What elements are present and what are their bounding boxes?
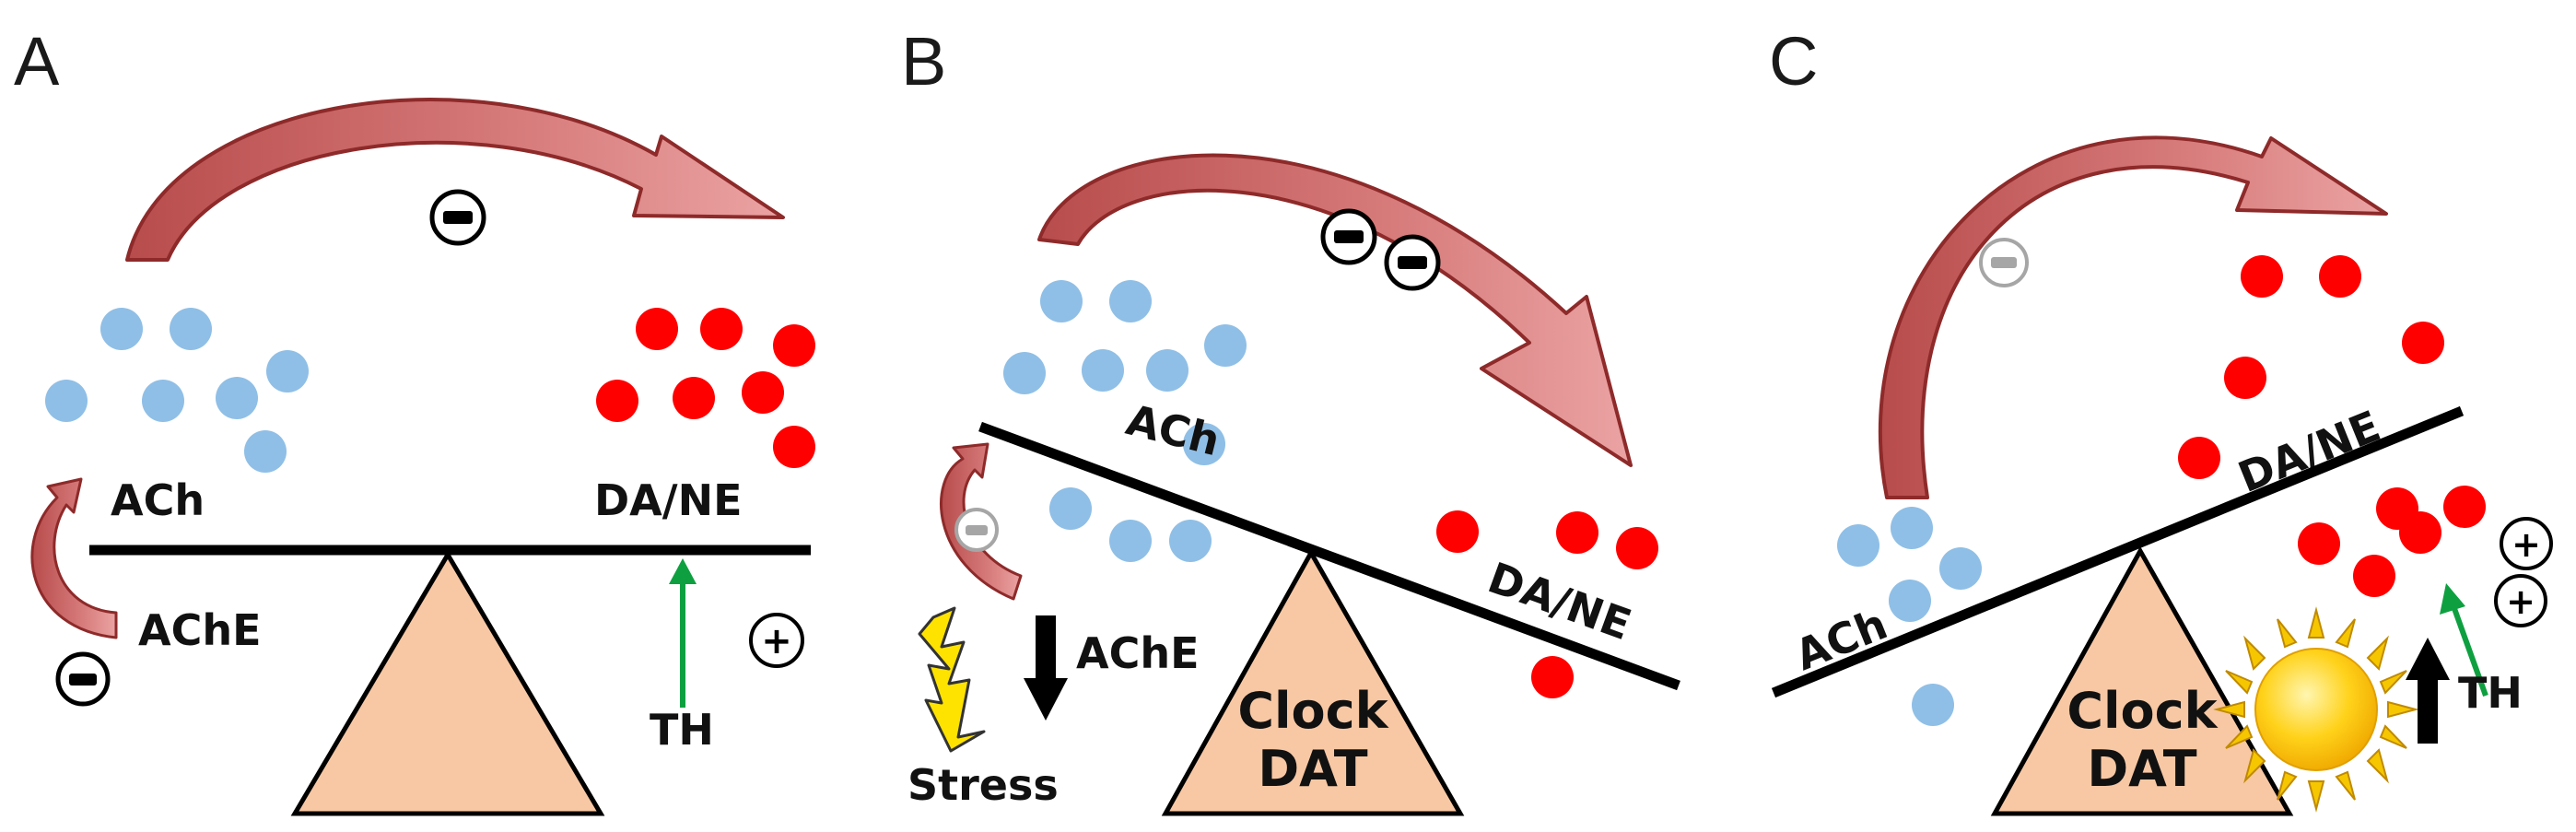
ache-inhibition-sign-faded: −: [954, 508, 999, 552]
seesaw-beam: [1771, 405, 2465, 698]
fulcrum-label-line1: Clock: [1237, 682, 1388, 740]
lightning-icon: [918, 606, 986, 753]
dane-molecules: [2178, 255, 2486, 597]
panel-letter: C: [1769, 23, 1818, 100]
panel-letter: A: [14, 23, 60, 100]
dane-molecules: [1436, 510, 1658, 698]
ache-inhibition-sign: −: [55, 651, 111, 707]
stress-label: Stress: [907, 760, 1059, 810]
seesaw-fulcrum: [290, 550, 605, 816]
svg-text:+: +: [2512, 524, 2541, 565]
th-activation-arrow: [669, 558, 697, 708]
ache-label: AChE: [1076, 628, 1200, 678]
seesaw-fulcrum: [1990, 545, 2294, 816]
fulcrum-label-line2: DAT: [1258, 740, 1367, 798]
inhibition-signs: − −: [1320, 208, 1441, 291]
ache-label: AChE: [138, 605, 262, 655]
dane-molecules: [596, 308, 815, 468]
svg-text:+: +: [761, 620, 792, 662]
th-activation-signs: + +: [2494, 517, 2553, 627]
ach-molecules: [1837, 507, 1982, 726]
th-label: TH: [650, 705, 714, 755]
dane-label: DA/NE: [1481, 553, 1637, 650]
th-activation-sign: +: [749, 613, 804, 668]
ach-molecules: [1003, 280, 1247, 562]
inhibition-sign-faded: −: [1979, 238, 2029, 287]
panel-b: B − − AC: [901, 23, 1680, 816]
fulcrum-label-line1: Clock: [2067, 682, 2218, 740]
ach-to-dane-inhibition-arrow: [125, 98, 785, 262]
ach-to-dane-inhibition-arrow: [1037, 153, 1633, 467]
panel-letter: B: [901, 23, 946, 100]
seesaw-beam: [978, 421, 1680, 691]
th-activation-arrow: [2440, 583, 2488, 697]
down-arrow-icon: [1024, 615, 1068, 721]
up-arrow-icon: [2406, 638, 2450, 744]
seesaw-fulcrum: [1161, 547, 1465, 816]
dane-label: DA/NE: [594, 475, 743, 525]
ache-feedback-arrow: [30, 477, 118, 639]
ach-label: ACh: [1121, 394, 1224, 465]
panel-c: C − DA/NE: [1769, 23, 2553, 816]
ach-label: ACh: [111, 475, 205, 525]
fulcrum-label-line2: DAT: [2087, 740, 2196, 798]
sun-icon: [2213, 606, 2419, 813]
th-label: TH: [2458, 668, 2523, 718]
ach-molecules: [45, 308, 309, 473]
svg-text:+: +: [2506, 581, 2535, 622]
ach-to-dane-inhibition-arrow: [1878, 135, 2388, 499]
inhibition-sign: −: [429, 189, 486, 246]
panel-a: A − ACh D: [14, 23, 815, 816]
